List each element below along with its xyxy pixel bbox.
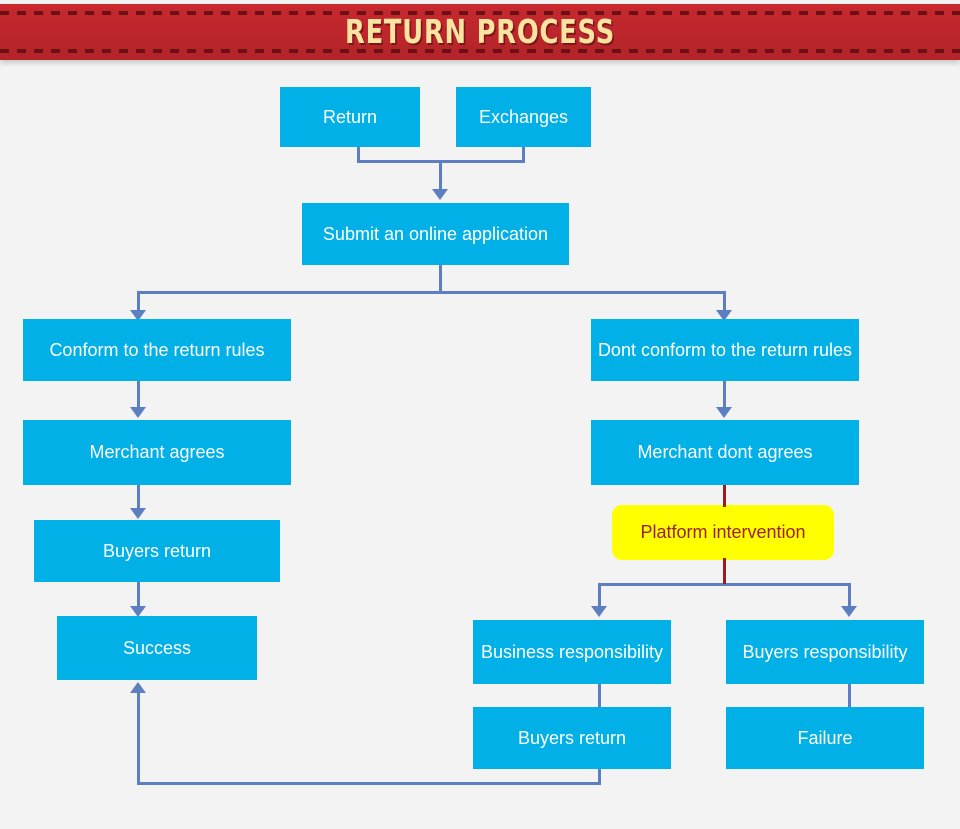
connector-merchant-agrees-to-buyers-return [137, 485, 140, 516]
connector-business-to-buyers-return [598, 684, 601, 708]
node-platform-intervention[interactable]: Platform intervention [612, 505, 834, 560]
node-submit-application[interactable]: Submit an online application [302, 203, 569, 265]
connector-feedback-down [598, 769, 601, 785]
connector-merchant-dont-agrees-to-platform [723, 485, 726, 507]
node-buyers-return-right[interactable]: Buyers return [473, 707, 671, 769]
arrow-to-submit-application [432, 189, 448, 200]
connector-conform-to-merchant-agrees [137, 381, 140, 410]
node-buyers-responsibility[interactable]: Buyers responsibility [726, 620, 924, 684]
connector-platform-down [723, 558, 726, 584]
arrow-to-success [130, 606, 146, 617]
connector-split-right-down [723, 291, 726, 313]
connector-split-bar-branches [137, 291, 726, 294]
arrow-to-buyers-responsibility [841, 606, 857, 617]
connector-split-right-responsibility [848, 583, 851, 609]
node-merchant-agrees[interactable]: Merchant agrees [23, 420, 291, 485]
connector-dontconform-to-merchant-dont-agrees [723, 381, 726, 410]
connector-feedback-up [137, 693, 140, 785]
arrow-to-buyers-return-left [130, 508, 146, 519]
node-return[interactable]: Return [280, 87, 420, 147]
node-dont-conform-rules[interactable]: Dont conform to the return rules [591, 319, 859, 381]
node-buyers-return-left[interactable]: Buyers return [34, 520, 280, 582]
connector-split-left-down [137, 291, 140, 313]
node-exchanges[interactable]: Exchanges [456, 87, 591, 147]
node-success[interactable]: Success [57, 616, 257, 680]
connector-split-bar-responsibility [598, 583, 851, 586]
arrow-to-merchant-agrees [130, 407, 146, 418]
connector-split-left-responsibility [598, 583, 601, 609]
connector-feedback-across [137, 782, 601, 785]
page-title: RETURN PROCESS [344, 12, 616, 51]
node-conform-rules[interactable]: Conform to the return rules [23, 319, 291, 381]
connector-buyers-return-to-success [137, 582, 140, 610]
connector-buyers-resp-to-failure [848, 684, 851, 708]
connector-submit-down [439, 265, 442, 293]
connector-exchanges-down [522, 147, 525, 162]
arrow-to-merchant-dont-agrees [716, 407, 732, 418]
banner-dash-line-bottom [0, 49, 960, 53]
node-failure[interactable]: Failure [726, 707, 924, 769]
node-merchant-dont-agrees[interactable]: Merchant dont agrees [591, 420, 859, 485]
arrow-to-business-responsibility [591, 606, 607, 617]
node-business-responsibility[interactable]: Business responsibility [473, 620, 671, 684]
arrow-to-conform-rules [130, 310, 146, 321]
arrow-to-dont-conform-rules [716, 310, 732, 321]
header-banner: RETURN PROCESS [0, 4, 960, 60]
arrow-feedback-to-success [130, 682, 146, 693]
connector-return-down [357, 147, 360, 162]
connector-merge-to-submit [439, 160, 442, 192]
banner-dash-line-top [0, 11, 960, 15]
